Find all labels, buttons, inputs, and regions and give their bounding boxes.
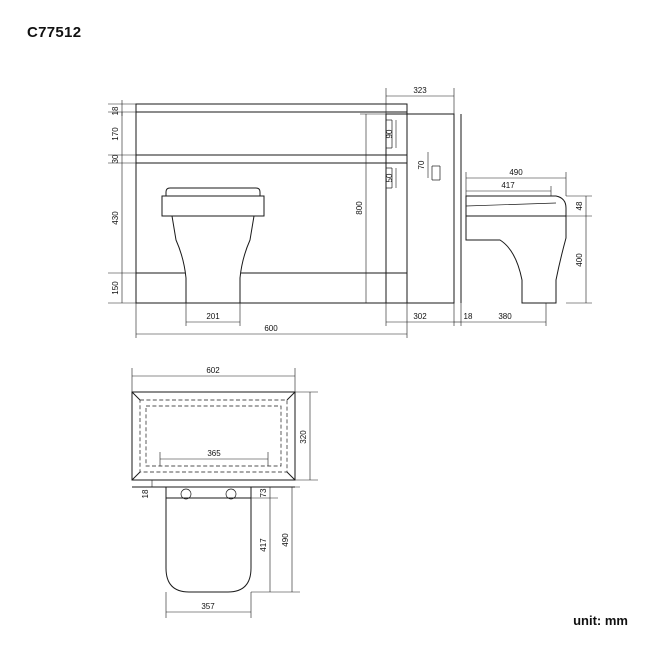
dim-front-201: 201 bbox=[206, 312, 220, 321]
dim-side-302: 302 bbox=[413, 312, 427, 321]
dim-side-70: 70 bbox=[417, 160, 426, 169]
dim-side-490: 490 bbox=[509, 168, 523, 177]
dim-front-30: 30 bbox=[111, 154, 120, 163]
dim-side-400: 400 bbox=[575, 253, 584, 267]
dim-front-600: 600 bbox=[264, 324, 278, 333]
dim-plan-357: 357 bbox=[201, 602, 215, 611]
dim-plan-490: 490 bbox=[281, 533, 290, 547]
dim-side-90: 90 bbox=[385, 129, 394, 138]
front-elevation-view: 18 170 30 430 150 201 600 bbox=[108, 100, 408, 338]
dim-plan-73: 73 bbox=[259, 488, 268, 497]
dim-front-18: 18 bbox=[111, 106, 120, 115]
dim-plan-417: 417 bbox=[259, 538, 268, 552]
dim-side-323: 323 bbox=[413, 86, 427, 95]
dim-front-150: 150 bbox=[111, 281, 120, 295]
dim-plan-365: 365 bbox=[207, 449, 221, 458]
plan-view: 602 365 18 320 73 417 bbox=[131, 366, 318, 618]
dim-side-800: 800 bbox=[355, 201, 364, 215]
dim-side-18: 18 bbox=[464, 312, 473, 321]
dim-plan-320: 320 bbox=[299, 430, 308, 444]
dim-front-170: 170 bbox=[111, 127, 120, 141]
dim-front-430: 430 bbox=[111, 211, 120, 225]
dim-side-48: 48 bbox=[575, 201, 584, 210]
unit-note: unit: mm bbox=[573, 613, 628, 628]
dim-side-50: 50 bbox=[385, 173, 394, 182]
dim-side-417: 417 bbox=[501, 181, 515, 190]
page-title: C77512 bbox=[27, 24, 82, 41]
dim-side-380: 380 bbox=[498, 312, 512, 321]
dim-plan-18: 18 bbox=[141, 489, 150, 498]
side-elevation-view: 323 90 50 70 800 490 417 bbox=[355, 86, 592, 326]
dim-plan-602: 602 bbox=[206, 366, 220, 375]
